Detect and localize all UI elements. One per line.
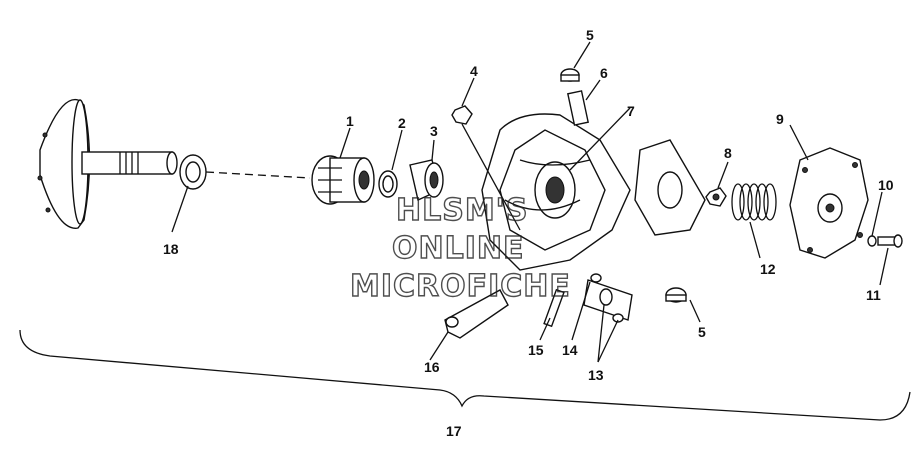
cap-part-5-bottom	[665, 287, 687, 303]
ring-part-2	[378, 170, 398, 198]
cap-part-5-top	[560, 68, 580, 82]
callout-3: 3	[430, 123, 438, 139]
spring-part-12	[731, 183, 777, 221]
cover-part-9	[789, 147, 869, 259]
callout-17: 17	[446, 423, 462, 439]
callout-12: 12	[760, 261, 776, 277]
watermark-line-3: MICROFICHE	[350, 269, 571, 304]
callout-14: 14	[562, 342, 578, 358]
callout-2: 2	[398, 115, 406, 131]
callout-10: 10	[878, 177, 894, 193]
bracket-part-16	[444, 289, 509, 339]
callout-1: 1	[346, 113, 354, 129]
watermark-line-1: HLSM'S	[396, 193, 528, 228]
watermark-line-2: ONLINE	[392, 231, 525, 266]
leader-lines	[171, 41, 889, 363]
callout-18: 18	[163, 241, 179, 257]
pin-part-6	[566, 90, 590, 126]
callout-13: 13	[588, 367, 604, 383]
weight-parts-13-14	[583, 273, 633, 323]
screw-part-15	[543, 288, 565, 328]
housing-part-7	[481, 113, 631, 271]
callout-6: 6	[600, 65, 608, 81]
assembly-brace	[19, 329, 911, 421]
callout-numbers: 1 2 3 4 5 6 7 8 9 10 11 12 13 14 15 16 1…	[163, 27, 894, 439]
nut-part-4	[451, 105, 473, 125]
assembly-axis-line	[205, 171, 311, 179]
bushing-part-3	[409, 159, 444, 201]
callout-5-bottom: 5	[698, 324, 706, 340]
callout-5-top: 5	[586, 27, 594, 43]
bolt-part-11	[877, 234, 903, 248]
cam-plate	[634, 139, 706, 236]
sheave-shaft-assembly	[37, 98, 178, 229]
watermark: HLSM'S ONLINE MICROFICHE	[349, 192, 571, 304]
callout-16: 16	[424, 359, 440, 375]
callout-15: 15	[528, 342, 544, 358]
nut-part-8	[705, 187, 727, 207]
callout-8: 8	[724, 145, 732, 161]
hub-part-1	[311, 155, 375, 205]
callout-9: 9	[776, 111, 784, 127]
callout-4: 4	[470, 63, 478, 79]
callout-7: 7	[627, 103, 635, 119]
washer-part-10	[867, 235, 877, 247]
callout-11: 11	[866, 287, 881, 303]
washer-18	[179, 154, 207, 190]
